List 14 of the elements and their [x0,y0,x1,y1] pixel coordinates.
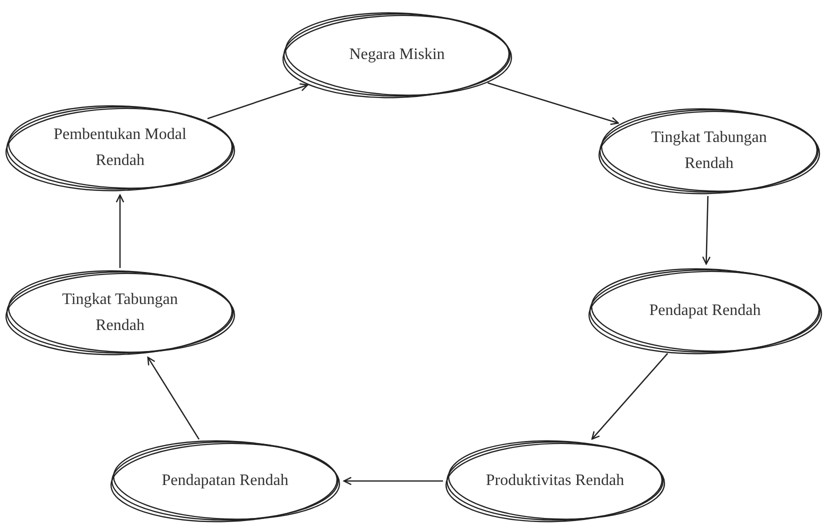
arrow [343,476,443,486]
node-label: Tingkat Tabungan Rendah [61,290,179,336]
arrow [207,83,308,120]
node-label: Tingkat Tabungan Rendah [650,128,768,174]
node-label: Pendapat Rendah [648,301,762,321]
arrow [702,196,711,265]
node-label: Pembentukan Modal Rendah [52,125,188,171]
arrow [488,82,619,126]
node-label: Produktivitas Rendah [484,471,626,491]
node-label: Negara Miskin [348,45,446,65]
arrow [147,356,200,440]
arrow [591,352,668,440]
arrow [116,194,124,268]
node-label: Pendapatan Rendah [160,471,290,491]
